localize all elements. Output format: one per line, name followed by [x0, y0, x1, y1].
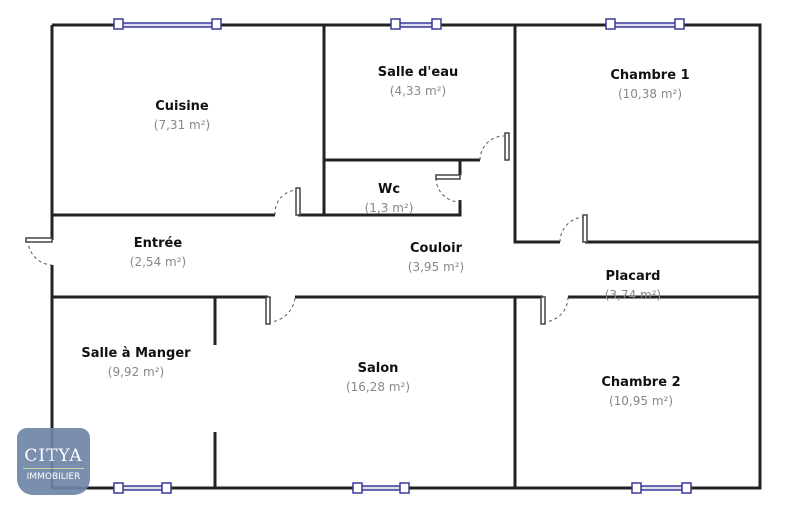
- room-name: Placard: [605, 269, 661, 284]
- windows: [113, 18, 692, 494]
- room-chambre-1: Chambre 1 (10,38 m²): [610, 68, 689, 101]
- room-area: (3,95 m²): [407, 260, 465, 274]
- room-placard: Placard (3,74 m²): [605, 269, 661, 302]
- room-couloir: Couloir (3,95 m²): [408, 241, 464, 274]
- room-area: (10,38 m²): [617, 87, 683, 101]
- room-name: Entrée: [133, 236, 183, 251]
- room-salle-a-manger: Salle à Manger (9,92 m²): [81, 346, 190, 379]
- outer-wall: [50, 23, 762, 490]
- wall-chambre1: [513, 25, 760, 244]
- room-area: (7,31 m²): [153, 118, 211, 132]
- room-area: (10,95 m²): [608, 394, 674, 408]
- room-wc: Wc (1,3 m²): [365, 182, 414, 215]
- room-area: (2,54 m²): [129, 255, 187, 269]
- room-cuisine: Cuisine (7,31 m²): [154, 99, 210, 132]
- room-name: Couloir: [410, 241, 462, 256]
- room-area: (9,92 m²): [107, 365, 165, 379]
- room-salle-eau: Salle d'eau (4,33 m²): [378, 65, 459, 98]
- room-area: (1,3 m²): [364, 201, 414, 215]
- room-area: (4,33 m²): [389, 84, 447, 98]
- room-name: Salle d'eau: [377, 65, 459, 80]
- room-chambre-2: Chambre 2 (10,95 m²): [601, 375, 680, 408]
- room-name: Chambre 2: [601, 375, 681, 390]
- room-area: (16,28 m²): [345, 380, 411, 394]
- room-name: Chambre 1: [610, 68, 690, 83]
- room-name: Salle à Manger: [81, 346, 191, 361]
- logo-sub: IMMOBILIER: [23, 468, 84, 482]
- room-name: Cuisine: [155, 99, 209, 114]
- room-name: Wc: [377, 182, 401, 197]
- room-salon: Salon (16,28 m²): [346, 361, 410, 394]
- room-entree: Entrée (2,54 m²): [130, 236, 186, 269]
- room-area: (3,74 m²): [604, 288, 662, 302]
- room-name: Salon: [357, 361, 399, 376]
- logo-brand: CITYA: [24, 446, 83, 466]
- citya-logo: CITYA IMMOBILIER: [17, 428, 90, 495]
